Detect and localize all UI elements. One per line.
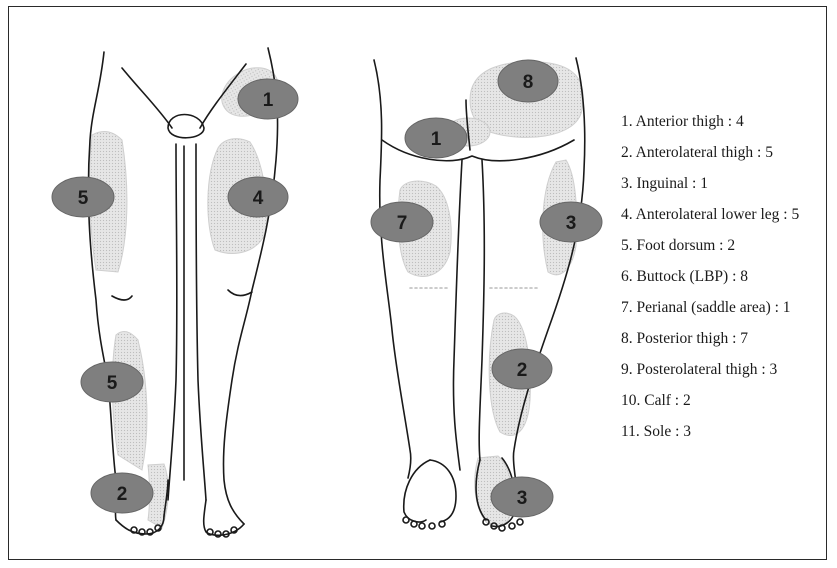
legend-item: 2. Anterolateral thigh : 5 bbox=[621, 143, 799, 174]
badge-front-inguinal: 1 bbox=[238, 79, 298, 119]
front-view: 1 5 4 5 2 bbox=[52, 48, 298, 537]
badge-back-perianal: 1 bbox=[405, 118, 467, 158]
svg-text:1: 1 bbox=[431, 129, 442, 150]
front-body-outline bbox=[88, 48, 277, 537]
svg-text:4: 4 bbox=[253, 188, 264, 209]
badge-front-lower-leg: 5 bbox=[81, 362, 143, 402]
legend-item: 3. Inguinal : 1 bbox=[621, 174, 799, 205]
badge-front-foot: 2 bbox=[91, 473, 153, 513]
legend-item: 9. Posterolateral thigh : 3 bbox=[621, 360, 799, 391]
legend-item: 5. Foot dorsum : 2 bbox=[621, 236, 799, 267]
badge-back-buttock-top: 8 bbox=[498, 60, 558, 102]
legend-item: 7. Perianal (saddle area) : 1 bbox=[621, 298, 799, 329]
legend-item: 8. Posterior thigh : 7 bbox=[621, 329, 799, 360]
svg-text:5: 5 bbox=[107, 373, 118, 394]
svg-text:7: 7 bbox=[397, 213, 408, 234]
front-shaded-regions bbox=[89, 58, 287, 528]
badge-front-right-thigh: 4 bbox=[228, 177, 288, 217]
svg-text:2: 2 bbox=[517, 360, 528, 381]
back-view: 8 1 7 3 2 3 bbox=[371, 58, 602, 531]
legend-item: 10. Calf : 2 bbox=[621, 391, 799, 422]
badge-back-thigh: 7 bbox=[371, 202, 433, 242]
legend-item: 4. Anterolateral lower leg : 5 bbox=[621, 205, 799, 236]
badge-front-left-thigh: 5 bbox=[52, 177, 114, 217]
svg-text:5: 5 bbox=[78, 188, 89, 209]
badge-back-sole: 3 bbox=[491, 477, 553, 517]
svg-text:2: 2 bbox=[117, 484, 128, 505]
svg-text:1: 1 bbox=[263, 90, 274, 111]
legend-list: 1. Anterior thigh : 4 2. Anterolateral t… bbox=[621, 112, 799, 453]
legend-item: 11. Sole : 3 bbox=[621, 422, 799, 453]
badge-back-calf: 2 bbox=[492, 349, 552, 389]
badge-back-lateral-thigh: 3 bbox=[540, 202, 602, 242]
legend-item: 1. Anterior thigh : 4 bbox=[621, 112, 799, 143]
svg-text:8: 8 bbox=[523, 72, 534, 93]
svg-text:3: 3 bbox=[566, 213, 577, 234]
svg-text:3: 3 bbox=[517, 488, 528, 509]
legend-item: 6. Buttock (LBP) : 8 bbox=[621, 267, 799, 298]
